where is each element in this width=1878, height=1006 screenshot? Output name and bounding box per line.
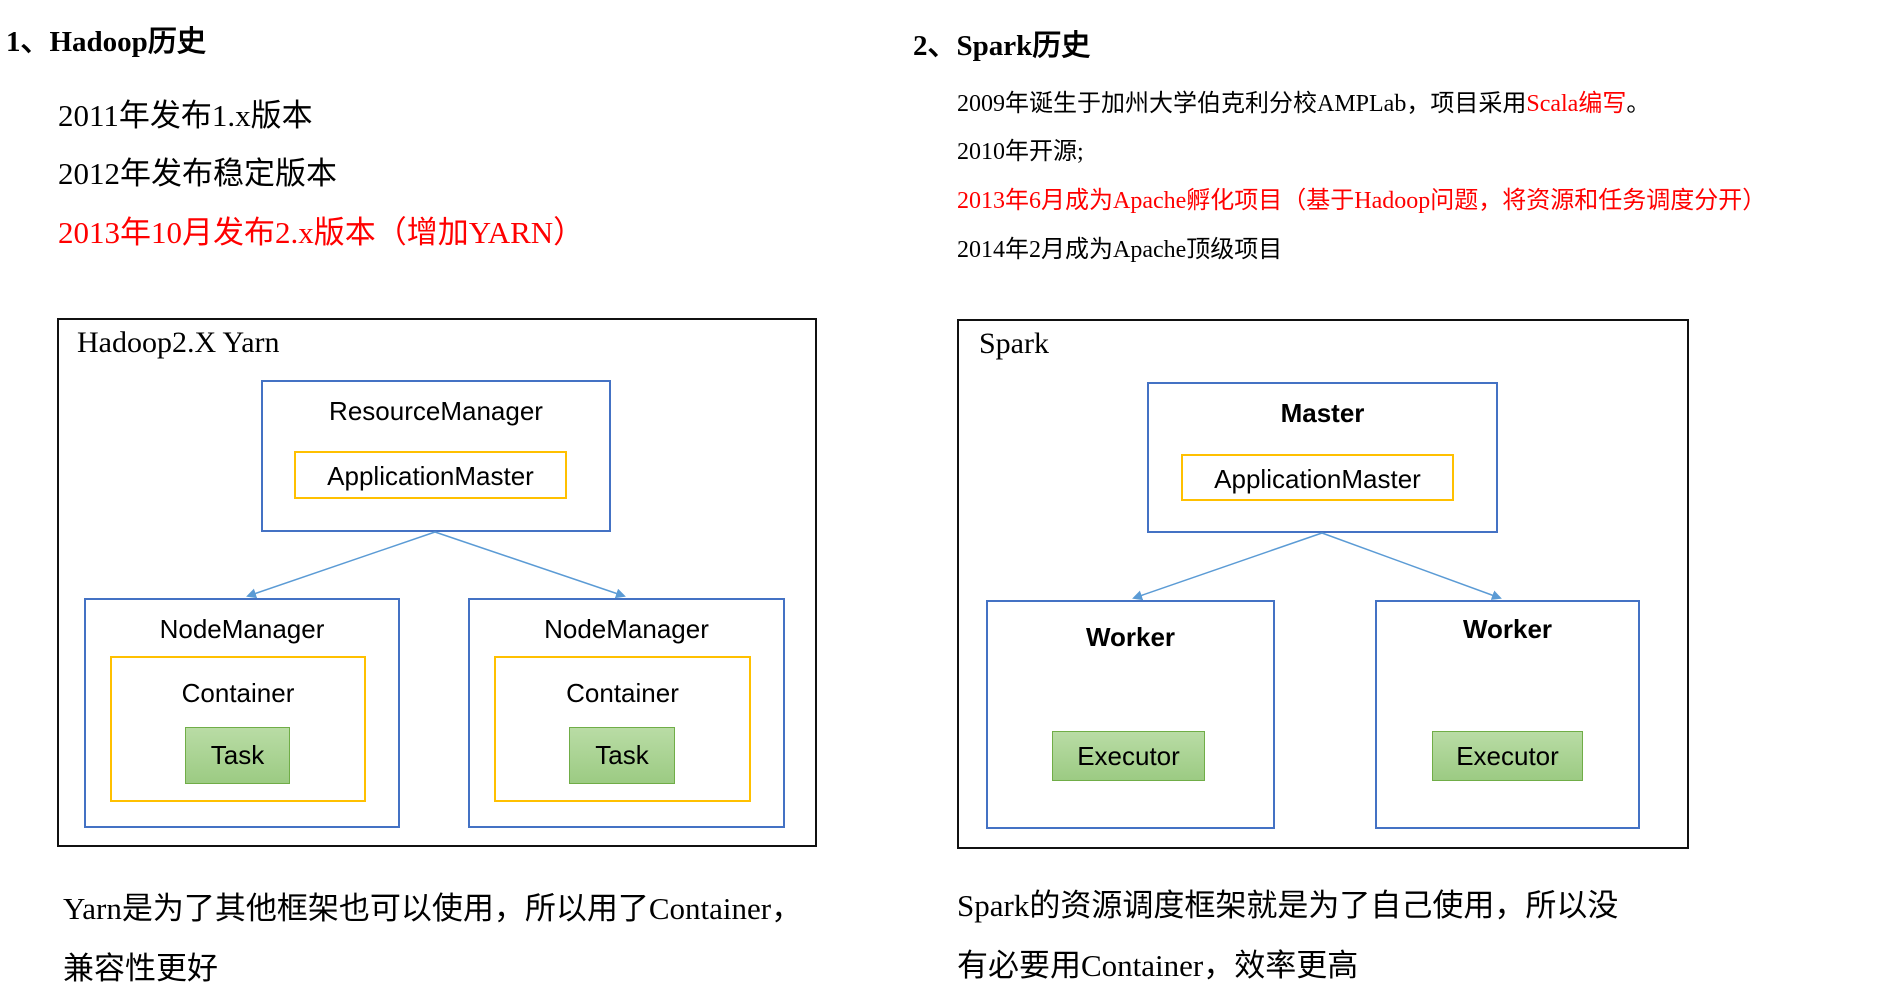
executor-label: Executor — [1077, 741, 1180, 771]
spark-note-line: Spark的资源调度框架就是为了自己使用，所以没 — [957, 888, 1619, 923]
resource-manager-label: ResourceManager — [329, 396, 543, 426]
executor-box: Executor — [1052, 731, 1205, 781]
arrow-master-to-worker2 — [1321, 532, 1502, 600]
container-box: Container — [494, 656, 751, 802]
hadoop-diagram-title: Hadoop2.X Yarn — [77, 326, 280, 359]
worker-label: Worker — [1462, 614, 1553, 644]
hadoop-history-heading: 1、Hadoop历史 — [6, 26, 206, 58]
hadoop-history-line: 2011年发布1.x版本 — [58, 98, 313, 133]
arrow-rm-to-nm2 — [434, 531, 626, 599]
spark-history-line: 2014年2月成为Apache顶级项目 — [957, 237, 1283, 263]
hadoop-yarn-diagram: Hadoop2.X Yarn — [57, 318, 817, 847]
node-manager-box: NodeManager — [468, 598, 785, 828]
task-box: Task — [569, 727, 675, 784]
worker-label: Worker — [1085, 622, 1176, 652]
spark-line-text: 。 — [1626, 91, 1651, 117]
application-master-label: ApplicationMaster — [1214, 464, 1421, 494]
master-label: Master — [1280, 398, 1365, 428]
node-manager-box: NodeManager — [84, 598, 400, 828]
application-master-box: ApplicationMaster — [1181, 454, 1454, 501]
container-label: Container — [181, 678, 295, 708]
spark-history-line: 2010年开源; — [957, 139, 1084, 165]
application-master-box: ApplicationMaster — [294, 451, 567, 499]
resource-manager-box: ResourceManager — [261, 380, 611, 532]
container-label: Container — [566, 678, 679, 708]
hadoop-note-line: Yarn是为了其他框架也可以使用，所以用了Container， — [63, 891, 803, 926]
spark-history-line: 2009年诞生于加州大学伯克利分校AMPLab，项目采用Scala编写。 — [957, 83, 1650, 118]
container-box: Container — [110, 656, 366, 802]
spark-history-line-highlight: 2013年6月成为Apache孵化项目（基于Hadoop问题，将资源和任务调度分… — [957, 188, 1767, 214]
executor-label: Executor — [1456, 741, 1559, 771]
spark-diagram-title: Spark — [979, 327, 1049, 360]
executor-box: Executor — [1432, 731, 1583, 781]
spark-line-highlight: Scala编写 — [1526, 91, 1627, 117]
spark-line-text: 2009年诞生于加州大学伯克利分校AMPLab，项目采用 — [957, 91, 1527, 117]
master-box: Master — [1147, 382, 1498, 533]
hadoop-history-line: 2012年发布稳定版本 — [58, 156, 337, 191]
task-label: Task — [210, 740, 265, 770]
task-label: Task — [595, 740, 649, 770]
worker-box: Worker — [1375, 600, 1640, 829]
spark-note-line: 有必要用Container，效率更高 — [957, 948, 1359, 983]
application-master-label: ApplicationMaster — [327, 461, 534, 491]
node-manager-label: NodeManager — [159, 614, 325, 644]
arrow-master-to-worker1 — [1132, 532, 1323, 601]
task-box: Task — [185, 727, 290, 784]
arrow-rm-to-nm1 — [246, 531, 436, 599]
node-manager-label: NodeManager — [544, 614, 709, 644]
spark-diagram: Spark — [957, 319, 1689, 849]
hadoop-note-line: 兼容性更好 — [63, 951, 218, 986]
hadoop-history-line-highlight: 2013年10月发布2.x版本（增加YARN） — [58, 215, 585, 250]
worker-box: Worker — [986, 600, 1275, 829]
spark-history-heading: 2、Spark历史 — [913, 30, 1091, 62]
